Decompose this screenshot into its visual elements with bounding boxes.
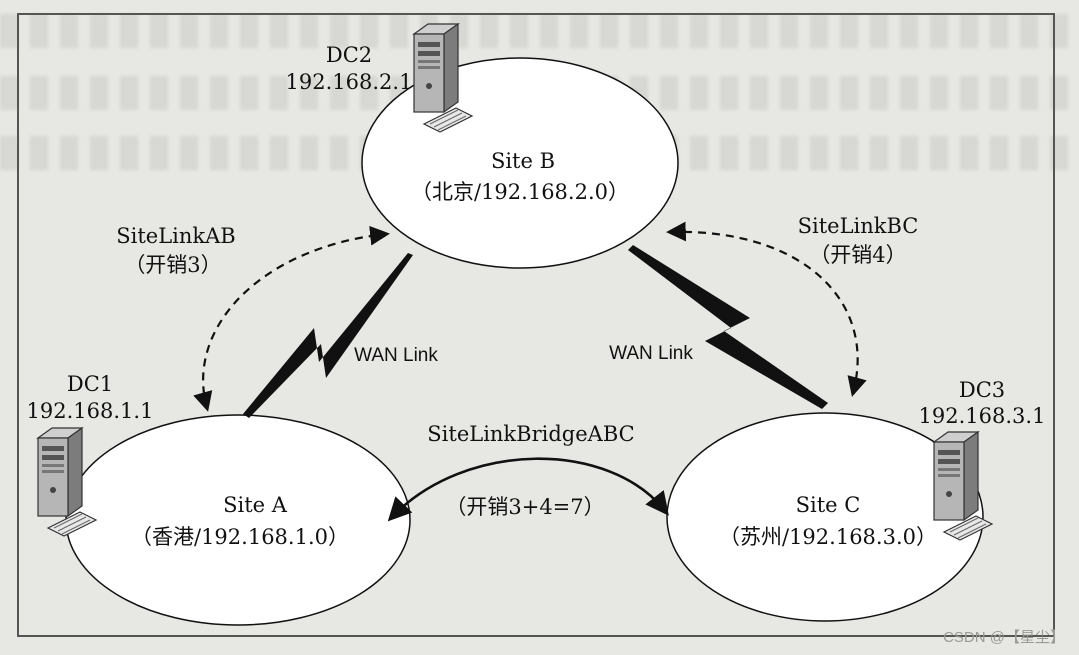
dc1-ip: 192.168.1.1 — [27, 399, 154, 423]
site-b-name: Site B — [491, 149, 555, 173]
site-a-ellipse — [65, 414, 411, 626]
dc2-name: DC2 — [326, 43, 372, 67]
background-text-line-1 — [0, 14, 1079, 48]
sitelink-bridge-arrow — [387, 457, 669, 522]
sitelink-ab-name: SiteLinkAB — [116, 224, 235, 248]
dc2-ip: 192.168.2.1 — [286, 70, 413, 94]
sitelink-ab-arrow — [193, 225, 390, 412]
site-a-name: Site A — [223, 493, 288, 517]
dc1-name: DC1 — [67, 372, 113, 396]
dc3-ip: 192.168.3.1 — [919, 404, 1046, 428]
diagram-frame — [17, 13, 1055, 637]
sitelink-bc-name: SiteLinkBC — [798, 214, 919, 238]
sitelink-ab-cost: （开销3） — [124, 253, 221, 277]
sitelink-bridge-cost: （开销3+4=7） — [445, 495, 604, 519]
dc3-name: DC3 — [959, 378, 1005, 402]
wan-link-right-bolt — [628, 245, 828, 409]
sitelink-bridge-name: SiteLinkBridgeABC — [427, 422, 634, 446]
site-c-detail: （苏州/192.168.3.0） — [719, 525, 937, 549]
wan-link-left-bolt — [243, 253, 413, 418]
site-b-detail: （北京/192.168.2.0） — [411, 180, 629, 204]
wan-link-left-label: WAN Link — [354, 345, 438, 366]
sitelink-bc-cost: （开销4） — [809, 243, 906, 267]
site-a-detail: （香港/192.168.1.0） — [131, 525, 349, 549]
sitelink-bc-arrow — [666, 221, 867, 397]
csdn-watermark: CSDN @【星尘】 — [943, 629, 1065, 646]
wan-link-right-label: WAN Link — [609, 343, 693, 364]
site-c-name: Site C — [796, 493, 861, 517]
